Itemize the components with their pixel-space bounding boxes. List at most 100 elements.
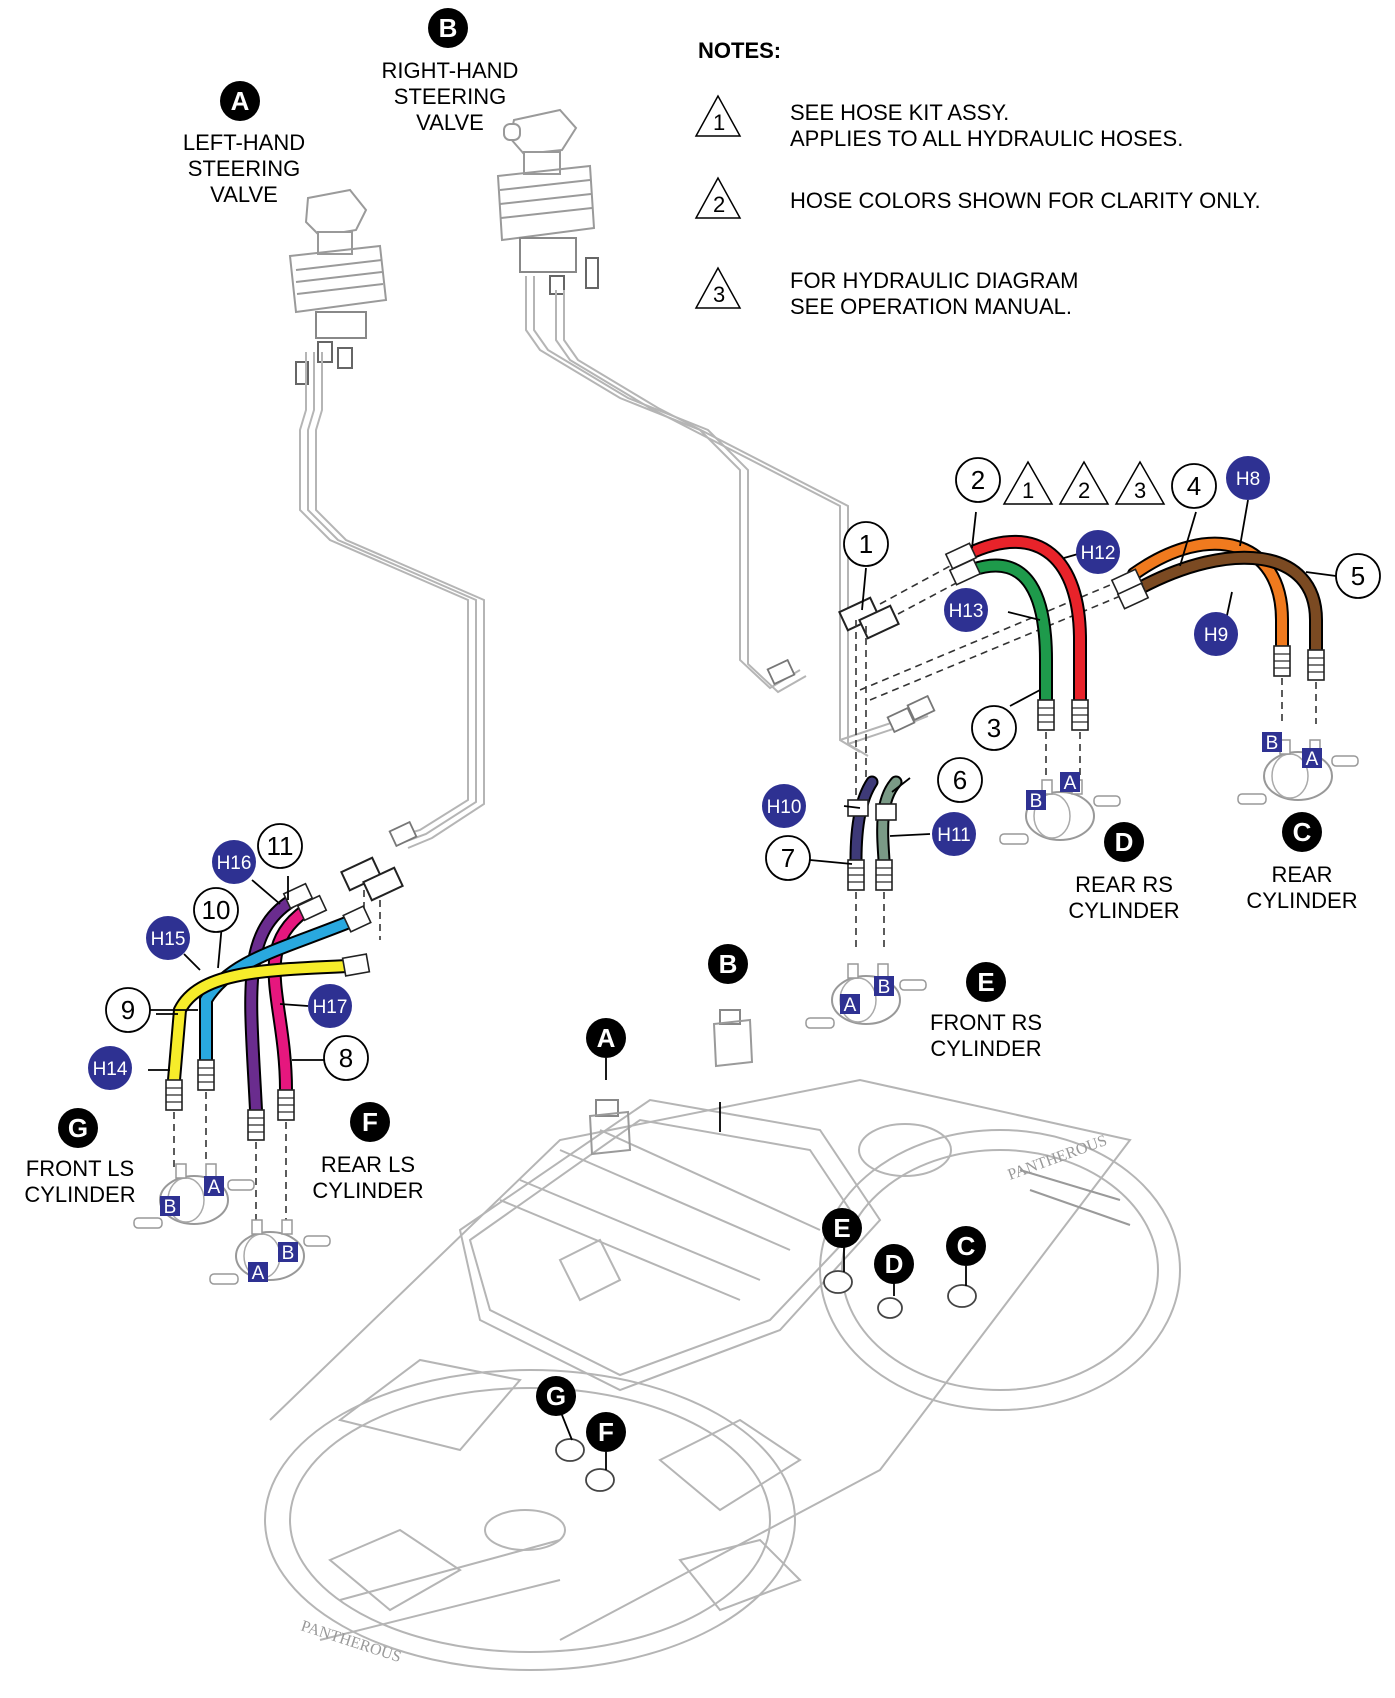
callout-number: 5 xyxy=(1351,561,1365,591)
note-line: APPLIES TO ALL HYDRAULIC HOSES. xyxy=(790,126,1183,151)
component-letter: C xyxy=(1293,817,1312,847)
note-line: SEE OPERATION MANUAL. xyxy=(790,294,1072,319)
note-ref-number: 1 xyxy=(1022,478,1034,503)
component-line: STEERING xyxy=(394,84,506,109)
overview-letters: A B C D E F G xyxy=(536,944,986,1452)
component-line: REAR RS xyxy=(1075,872,1173,897)
component-line: RIGHT-HAND xyxy=(382,58,519,83)
component-label-a: A LEFT-HAND STEERING VALVE xyxy=(183,81,305,207)
port-letter: B xyxy=(1266,733,1279,754)
letter-badge-icon xyxy=(58,1108,98,1148)
note-1: 1 SEE HOSE KIT ASSY. APPLIES TO ALL HYDR… xyxy=(694,94,1183,151)
letter-badge-icon xyxy=(1282,812,1322,852)
hose-h17-magenta xyxy=(267,903,313,1097)
component-line: CYLINDER xyxy=(312,1178,423,1203)
overview-letter: D xyxy=(885,1249,904,1279)
hose-h13-green xyxy=(965,558,1053,707)
notes-title: NOTES: xyxy=(698,38,781,63)
component-line: CYLINDER xyxy=(24,1182,135,1207)
component-letter: B xyxy=(439,13,458,43)
callout-number: 4 xyxy=(1187,471,1201,501)
port-letter: A xyxy=(1064,773,1077,794)
component-label-f: F REAR LS CYLINDER xyxy=(312,1102,424,1203)
note-ref-number: 2 xyxy=(1078,478,1090,503)
lh-valve-tubing xyxy=(299,352,485,849)
hose-h10-navy xyxy=(849,775,879,867)
overview-letter: G xyxy=(546,1381,566,1411)
hose-h14-yellow xyxy=(167,959,355,1087)
overview-letter: B xyxy=(719,949,738,979)
overview-letter: A xyxy=(597,1023,616,1053)
component-label-e: E FRONT RS CYLINDER xyxy=(930,962,1042,1061)
callout-number: 11 xyxy=(267,831,294,861)
component-line: LEFT-HAND xyxy=(183,130,305,155)
rear-ls-cylinder-drawing xyxy=(209,1219,331,1285)
note-number: 1 xyxy=(713,110,725,135)
hose-tag: H12 xyxy=(1081,543,1116,564)
component-line: STEERING xyxy=(188,156,300,181)
letter-badge-icon xyxy=(350,1102,390,1142)
note-line: FOR HYDRAULIC DIAGRAM xyxy=(790,268,1078,293)
right-hand-steering-valve-drawing xyxy=(496,108,599,295)
front-rs-cylinder-drawing xyxy=(805,963,927,1029)
machine-brand-text: PANTHEROUS xyxy=(299,1618,403,1666)
letter-badge-icon xyxy=(428,8,468,48)
component-line: FRONT RS xyxy=(930,1010,1042,1035)
rear-cylinder-drawing xyxy=(1237,739,1359,805)
number-callouts: 1 2 3 4 5 6 7 8 9 10 11 xyxy=(105,457,1381,1081)
overview-letter: F xyxy=(598,1417,614,1447)
letter-badge-icon xyxy=(220,81,260,121)
note-line: HOSE COLORS SHOWN FOR CLARITY ONLY. xyxy=(790,188,1261,213)
component-line: REAR LS xyxy=(321,1152,415,1177)
component-letter: F xyxy=(362,1107,378,1137)
note-triangle-icon xyxy=(694,266,742,309)
letter-badge-icon xyxy=(966,962,1006,1002)
hose-tag: H8 xyxy=(1236,469,1260,490)
callout-number: 9 xyxy=(121,995,135,1025)
component-label-d: D REAR RS CYLINDER xyxy=(1068,822,1180,923)
rh-valve-tubing xyxy=(525,276,936,757)
left-hand-steering-valve-drawing xyxy=(288,188,388,385)
component-label-b: B RIGHT-HAND STEERING VALVE xyxy=(382,8,519,135)
hose-h8-orange xyxy=(1127,536,1289,653)
component-line: CYLINDER xyxy=(1246,888,1357,913)
component-line: REAR xyxy=(1271,862,1332,887)
note-ref-number: 3 xyxy=(1134,478,1146,503)
note-triangle-icon xyxy=(694,176,742,219)
overview-letter: C xyxy=(957,1231,976,1261)
hose-tag: H15 xyxy=(151,929,186,950)
hose-h15-cyan xyxy=(199,913,361,1067)
hose-tag: H16 xyxy=(217,853,252,874)
port-letter: A xyxy=(844,995,857,1016)
component-line: CYLINDER xyxy=(930,1036,1041,1061)
overview-letter: E xyxy=(833,1213,850,1243)
callout-number: 3 xyxy=(987,713,1001,743)
leader-lines xyxy=(148,499,1337,1132)
lh-tee-fitting xyxy=(340,856,404,902)
hose-h11-olive xyxy=(876,775,903,867)
port-letters: B A B A A B B A A B xyxy=(160,732,1322,1284)
component-letter: E xyxy=(977,967,994,997)
component-line: VALVE xyxy=(210,182,278,207)
port-letter: B xyxy=(164,1197,177,1218)
port-letter: A xyxy=(252,1263,265,1284)
note-3: 3 FOR HYDRAULIC DIAGRAM SEE OPERATION MA… xyxy=(694,266,1078,319)
callout-number: 2 xyxy=(971,465,985,495)
hose-tag: H17 xyxy=(313,997,348,1018)
hose-tag: H14 xyxy=(93,1059,128,1080)
machine-brand-text: PANTHEROUS xyxy=(1006,1132,1110,1184)
component-letter: A xyxy=(231,86,250,116)
callout-number: 6 xyxy=(953,765,967,795)
front-ls-cylinder-drawing xyxy=(133,1163,255,1229)
hose-tag: H9 xyxy=(1204,625,1228,646)
hose-h9-brown xyxy=(1133,550,1323,657)
hose-tag: H13 xyxy=(949,601,984,622)
callout-number: 7 xyxy=(781,843,795,873)
hose-tag: H11 xyxy=(937,825,970,846)
hose-tags: H8 H9 H10 H11 H12 H13 H14 H15 H16 H17 xyxy=(88,456,1270,1090)
component-line: FRONT LS xyxy=(26,1156,134,1181)
component-letter: G xyxy=(68,1113,88,1143)
note-reference-triangles: 1 2 3 xyxy=(1002,460,1166,505)
note-2: 2 HOSE COLORS SHOWN FOR CLARITY ONLY. xyxy=(694,176,1261,219)
